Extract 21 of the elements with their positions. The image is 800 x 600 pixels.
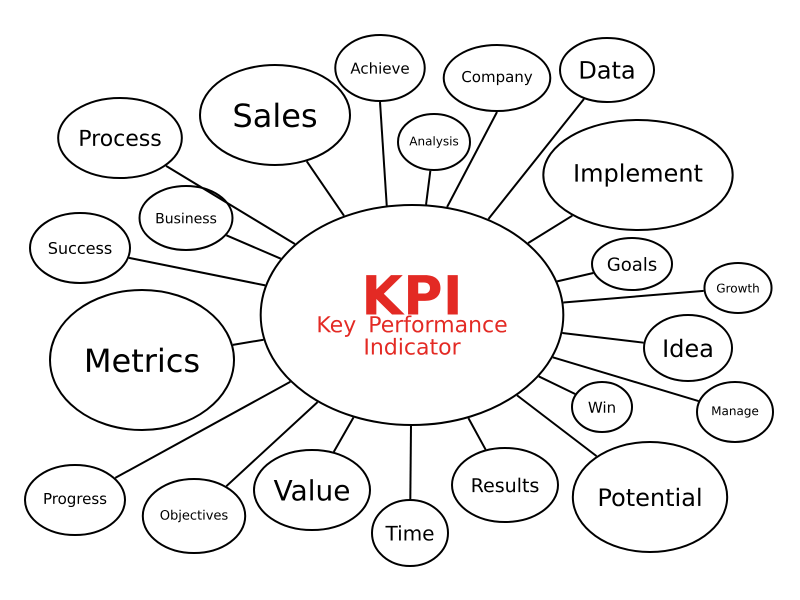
connector-line [306,160,345,216]
connector-line [538,376,576,395]
connector-line [226,234,282,260]
connector-line [226,401,318,487]
connector-line [488,98,585,220]
connector-line [563,290,704,304]
connector-line [468,418,486,450]
connector-line [332,416,354,452]
connector-line [528,214,573,244]
connector-line [425,170,432,205]
connector-line [552,356,699,402]
connector-line [409,426,412,500]
connector-line [232,338,264,346]
connector-line [516,394,598,457]
connector-line [562,332,644,344]
connector-line [128,256,266,286]
connector-line [556,272,594,282]
connector-line [379,102,388,206]
connector-line [166,165,296,245]
connector-line [114,380,291,479]
connector-line [446,112,498,208]
